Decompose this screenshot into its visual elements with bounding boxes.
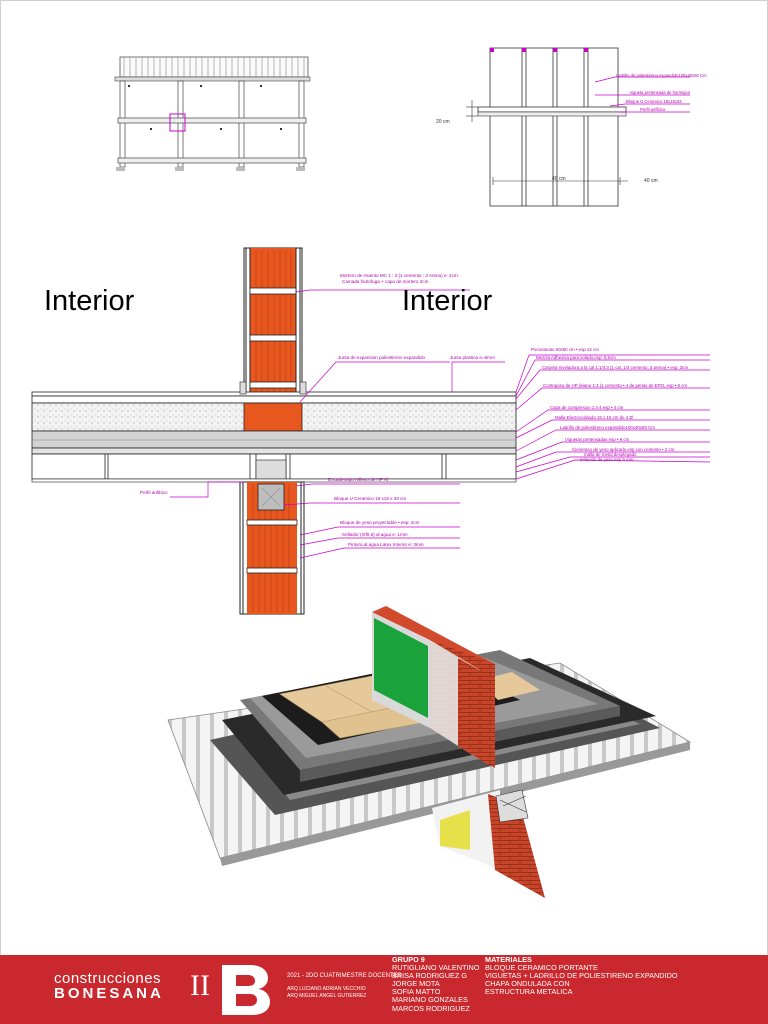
label-encadenado: Encadenado relleno de HP Af: [328, 477, 389, 482]
label-perfil-anfibico: Perfil anfibico: [140, 490, 168, 495]
drawing-canvas: Ladrillo de poliestireno expandido100x40…: [31, 47, 711, 898]
label-carpeta: Carpeta niveladora a la cal 1:1/4:3 (1 c…: [542, 365, 688, 370]
label-vigueta: vigueta pretensada de hormigon: [630, 90, 691, 95]
label-viguetas: Viguetas pretensadas esp • 9 cm: [565, 437, 630, 442]
brand-block: construcciones BONESANA: [54, 970, 164, 1002]
course-line: 2021 - 2DO CUATRIMESTRE DOCENTES: [287, 973, 402, 979]
label-bloque-u: Bloque U Ceramico 18x18x33: [626, 99, 682, 104]
teachers: ARQ LUCIANO ADRIAN VECCHIO ARQ MIGUEL AN…: [287, 986, 366, 1000]
slab-elevation-detail: Ladrillo de poliestireno expandido100x40…: [436, 47, 707, 207]
materials-block: MATERIALES BLOQUE CERAMICO PORTANTE VIGU…: [485, 955, 678, 997]
label-bloque-u-ceramico: Bloque U Ceramico 18 x18 x 33 cm: [334, 496, 406, 501]
cross-section: [31, 247, 517, 615]
dim-40cm-a: 40 cm: [552, 176, 566, 182]
footer-bar: construcciones BONESANA II 2021 - 2DO CU…: [0, 955, 768, 1024]
label-capa-compresion: Capa de compresion 1:4:4 esp • 4 cm: [550, 405, 624, 410]
label-contrapiso: Contrapiso de HP liviano 1:4 (1 cemento …: [543, 383, 687, 388]
building-elevation: [114, 56, 311, 171]
member-item: RUTIGLIANO VALENTINO: [392, 963, 480, 973]
materials-title: MATERIALES: [485, 955, 532, 964]
material-item: VIGUETAS + LADRILLO DE POLIESTIRENO EXPA…: [485, 971, 678, 981]
member-item: BRISA RODRIGUEZ G: [392, 971, 468, 981]
heading-interior-right: Interior: [402, 285, 493, 317]
material-item: BLOQUE CERAMICO PORTANTE: [485, 963, 598, 973]
label-mezcla-adhesiva: Mezcla Adhesiva para solado,esp: 0,5cm: [536, 355, 616, 360]
label-malla-metal: malla de metal desplegado: [584, 452, 637, 457]
section-leaders: [170, 289, 711, 559]
label-ladrillo: Ladrillo de poliestireno expandido100x40…: [616, 73, 707, 78]
dim-20cm: 20 cm: [436, 119, 450, 125]
label-pintura: Pintura al agua Latex Interior e: 3mm: [348, 542, 424, 547]
isometric-3d-view: [167, 606, 692, 898]
b-logo-icon: [222, 965, 270, 1015]
heading-interior-left: Interior: [44, 285, 135, 317]
teacher-2: ARQ MIGUEL ANGEL GUTIERREZ: [287, 993, 367, 999]
material-item: ESTRUCTURA METALICA: [485, 987, 573, 997]
member-item: MARIANO GONZALES: [392, 995, 468, 1005]
brand-line-2: BONESANA: [54, 985, 164, 1002]
group-block: GRUPO 9 RUTIGLIANO VALENTINO BRISA RODRI…: [392, 955, 480, 1013]
dim-40cm-b: 40 cm: [644, 178, 658, 184]
member-item: JORGE MOTA: [392, 979, 440, 989]
teacher-1: ARQ LUCIANO ADRIAN VECCHIO: [287, 986, 366, 992]
label-camada-hidrofuga: Camada hidrofuga + capa de mortero 2cm: [342, 279, 429, 284]
label-sellador: Sellador (ntf0.6) al agua e: 1mm: [342, 532, 408, 537]
label-junta-expansion: Junta de expansion poliestireno expandid…: [338, 355, 426, 360]
material-item: CHAPA ONDULADA CON: [485, 979, 570, 989]
label-malla-electrosoldada: Malla Electrosoldada 15 x 15 cm de 4 Ø: [555, 415, 633, 420]
group-title: GRUPO 9: [392, 955, 425, 964]
label-bloque-yeso: Bloque de yeso proyectable • esp: 2cm: [340, 520, 420, 525]
brand-line-1: construcciones: [54, 970, 162, 987]
section-annotations: Mortero de Asiento MC 1 : 3 (1 cemento :…: [140, 273, 688, 547]
label-junta-plastica: Junta plastica e=5mm: [450, 355, 495, 360]
member-item: SOFIA MATTO: [392, 987, 441, 997]
label-enlucido: enlucido de yeso esp 5 mm: [580, 457, 634, 462]
label-ladrillo-eps: Ladrillo de poliestireno expandido100x40…: [560, 425, 655, 430]
brand-roman: II: [190, 969, 210, 1002]
label-porcelanato: Porcelanato 60x60 cm • esp.12 cm: [531, 347, 599, 352]
label-cielorraso: Cielorraso de yeso aplicado esp con ceme…: [572, 447, 675, 452]
label-perfil: Perfil anfibico: [640, 107, 666, 112]
member-item: MARCOS RODRIGUEZ: [392, 1003, 470, 1013]
label-mortero-asiento: Mortero de Asiento MC 1 : 3 (1 cemento :…: [340, 273, 458, 278]
